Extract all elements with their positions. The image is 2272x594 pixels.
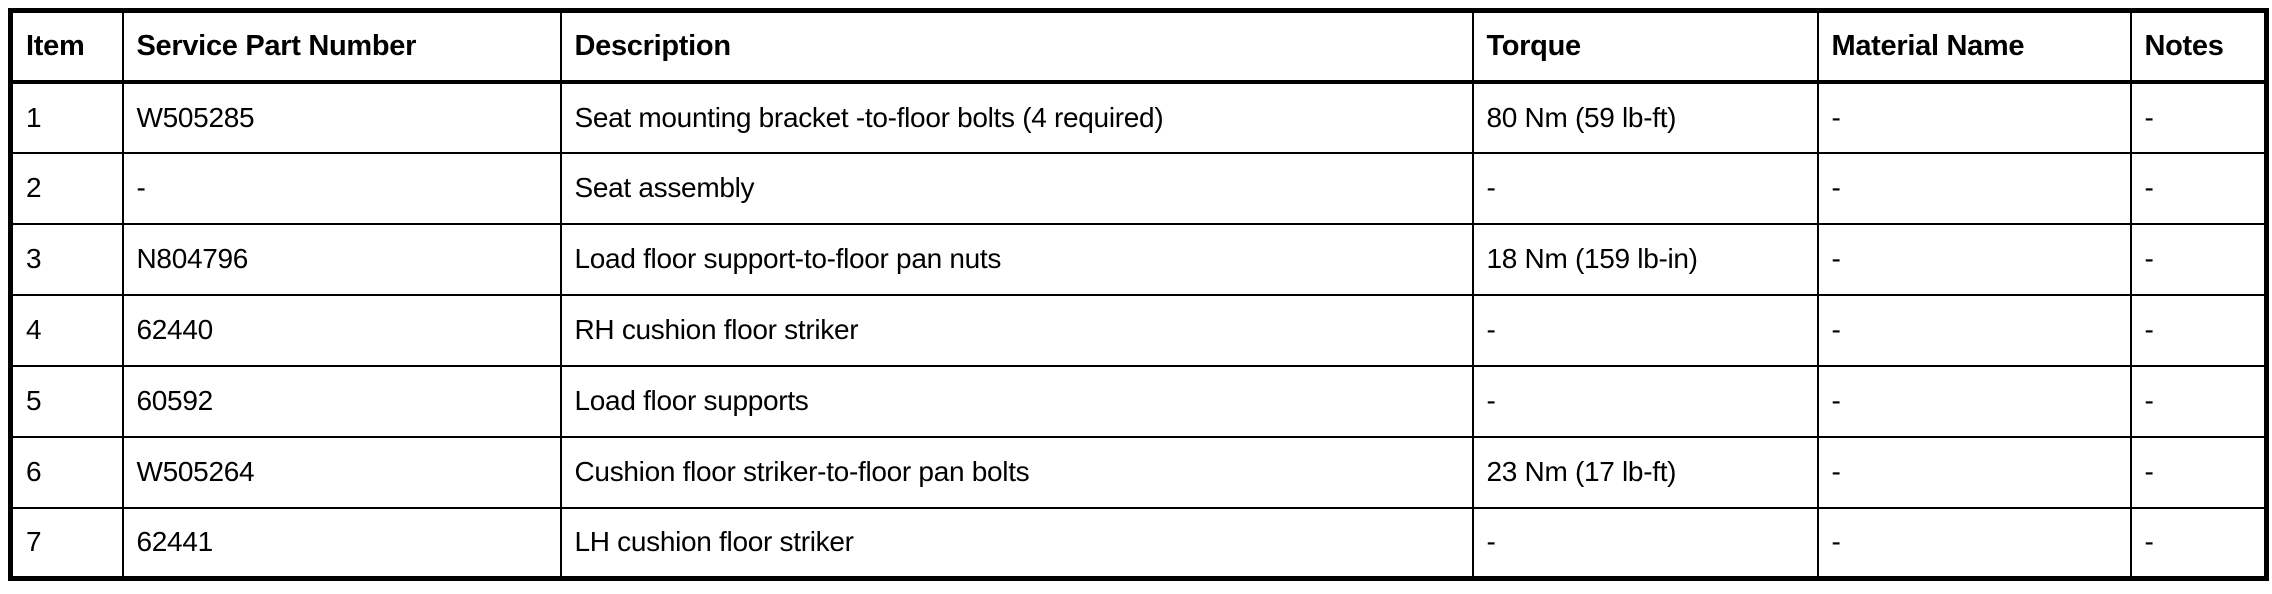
column-header-part: Service Part Number — [121, 9, 562, 84]
cell-item: 6 — [9, 435, 124, 509]
column-header-desc: Description — [559, 9, 1474, 84]
cell-notes: - — [2129, 151, 2268, 225]
cell-material: - — [1816, 293, 2132, 367]
column-header-torque: Torque — [1471, 9, 1819, 84]
cell-material: - — [1816, 435, 2132, 509]
cell-notes: - — [2129, 435, 2268, 509]
cell-torque: - — [1471, 364, 1819, 438]
cell-notes: - — [2129, 506, 2268, 580]
cell-desc: Load floor support-to-floor pan nuts — [559, 222, 1474, 296]
cell-notes: - — [2129, 222, 2268, 296]
column-header-item: Item — [9, 9, 124, 84]
cell-torque: 18 Nm (159 lb-in) — [1471, 222, 1819, 296]
cell-part: - — [121, 151, 562, 225]
cell-item: 2 — [9, 151, 124, 225]
cell-item: 4 — [9, 293, 124, 367]
cell-part: 60592 — [121, 364, 562, 438]
cell-notes: - — [2129, 293, 2268, 367]
cell-torque: 23 Nm (17 lb-ft) — [1471, 435, 1819, 509]
cell-material: - — [1816, 80, 2132, 154]
cell-material: - — [1816, 222, 2132, 296]
cell-desc: LH cushion floor striker — [559, 506, 1474, 580]
cell-item: 1 — [9, 80, 124, 154]
cell-desc: Seat assembly — [559, 151, 1474, 225]
cell-desc: RH cushion floor striker — [559, 293, 1474, 367]
cell-item: 5 — [9, 364, 124, 438]
cell-part: W505285 — [121, 80, 562, 154]
cell-torque: 80 Nm (59 lb-ft) — [1471, 80, 1819, 154]
column-header-notes: Notes — [2129, 9, 2268, 84]
cell-item: 3 — [9, 222, 124, 296]
cell-desc: Load floor supports — [559, 364, 1474, 438]
cell-part: N804796 — [121, 222, 562, 296]
cell-item: 7 — [9, 506, 124, 580]
cell-torque: - — [1471, 293, 1819, 367]
cell-torque: - — [1471, 151, 1819, 225]
table-row: 2-Seat assembly--- — [9, 151, 2268, 225]
cell-notes: - — [2129, 80, 2268, 154]
cell-torque: - — [1471, 506, 1819, 580]
cell-material: - — [1816, 364, 2132, 438]
cell-desc: Cushion floor striker-to-floor pan bolts — [559, 435, 1474, 509]
cell-material: - — [1816, 506, 2132, 580]
cell-part: 62440 — [121, 293, 562, 367]
cell-part: W505264 — [121, 435, 562, 509]
cell-part: 62441 — [121, 506, 562, 580]
cell-desc: Seat mounting bracket -to-floor bolts (4… — [559, 80, 1474, 154]
column-header-material: Material Name — [1816, 9, 2132, 84]
cell-notes: - — [2129, 364, 2268, 438]
cell-material: - — [1816, 151, 2132, 225]
